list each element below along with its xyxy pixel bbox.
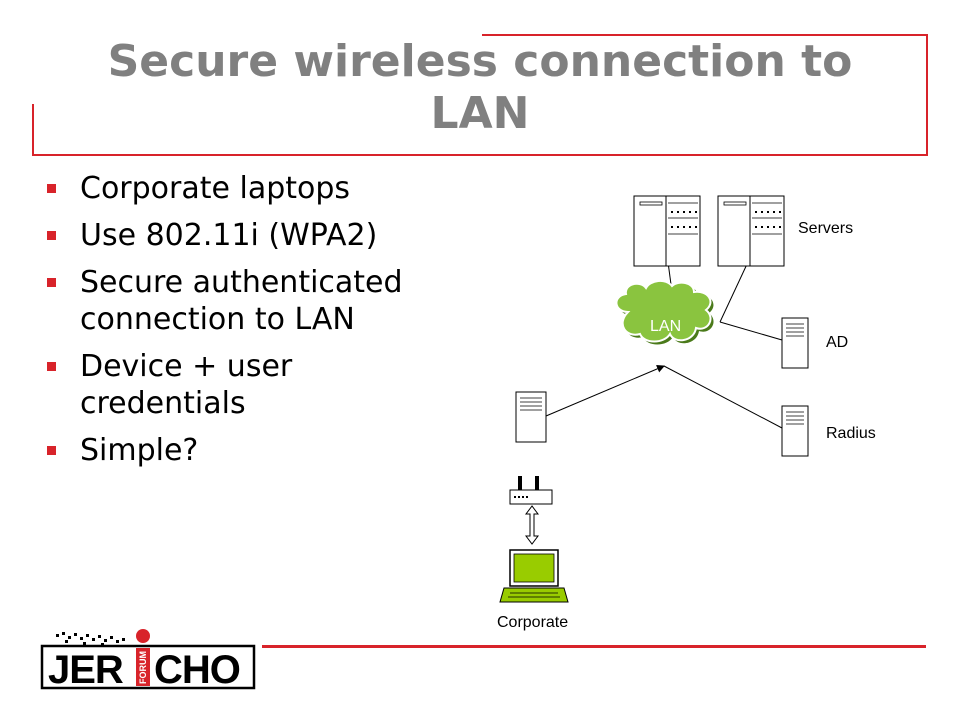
corporate-label: Corporate [497, 614, 568, 631]
laptop-icon [499, 549, 569, 603]
access-point-tower-icon [515, 391, 547, 443]
wireless-router-icon [509, 476, 553, 505]
server2-to-lan-line [719, 261, 749, 323]
ad-to-lan-line [719, 321, 783, 341]
radius-server-tower-icon [781, 405, 809, 457]
bullet-item: Simple? [44, 432, 474, 469]
bullet-item: Corporate laptops [44, 170, 474, 207]
bullet-item: Use 802.11i (WPA2) [44, 217, 474, 254]
title-frame-left-line [32, 104, 34, 156]
bullet-text: Secure authenticated connection to LAN [80, 265, 403, 337]
jericho-forum-logo: JER FORUM CHO [40, 629, 256, 692]
servers-label: Servers [798, 220, 853, 237]
bullet-square-icon [47, 446, 56, 455]
ad-server-tower-icon [781, 317, 809, 369]
wireless-link-double-arrow [525, 505, 539, 545]
logo-text: JER [48, 648, 124, 692]
bullet-item: Device + user credentials [44, 348, 410, 422]
title-frame-top-line [482, 34, 928, 36]
bullet-square-icon [47, 231, 56, 240]
footer-divider-line [262, 645, 926, 648]
bullet-text: Device + user credentials [80, 349, 293, 421]
connection-lines [545, 261, 783, 429]
radius-label: Radius [826, 425, 876, 442]
bullet-text: Simple? [80, 433, 199, 468]
slide-title: Secure wireless connection to LAN [107, 36, 853, 139]
bullet-item: Secure authenticated connection to LAN [44, 264, 410, 338]
bullet-list: Corporate laptops Use 802.11i (WPA2) Sec… [44, 170, 474, 479]
bullet-square-icon [47, 278, 56, 287]
logo-text-end: CHO [154, 648, 240, 692]
bullet-text: Corporate laptops [80, 171, 351, 206]
bullet-square-icon [47, 184, 56, 193]
server-icon [633, 195, 701, 267]
logo-sub-text: FORUM [138, 651, 148, 684]
bullet-text: Use 802.11i (WPA2) [80, 218, 378, 253]
server-icon [717, 195, 785, 267]
bullet-square-icon [47, 362, 56, 371]
lan-cloud-icon [615, 280, 714, 345]
access-point-to-lan-arrow [545, 365, 665, 417]
lan-label: LAN [650, 318, 681, 335]
title-frame-bottom-line [32, 154, 928, 156]
radius-to-lan-line [663, 365, 783, 429]
title-frame-right-line [926, 34, 928, 156]
ad-label: AD [826, 334, 848, 351]
